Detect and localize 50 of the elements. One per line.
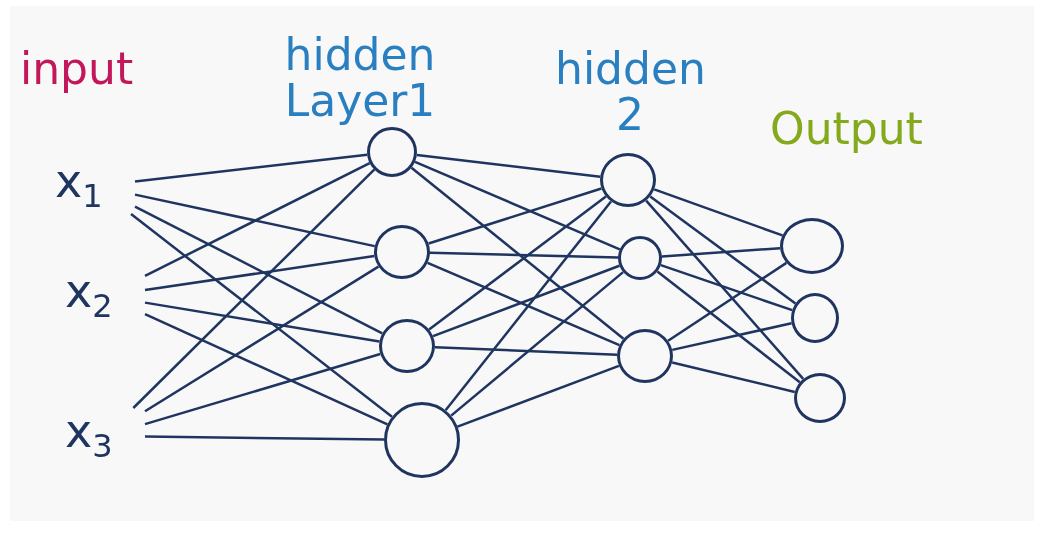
connection-line <box>649 195 797 305</box>
layer-label: Output <box>770 106 923 153</box>
connection-line <box>429 251 619 259</box>
neuron-circle <box>374 225 430 279</box>
layer-label: input <box>20 46 134 93</box>
connection-line <box>432 264 620 338</box>
connection-line <box>667 261 788 342</box>
layer-label: hidden Layer1 <box>283 32 437 125</box>
neuron-circle <box>794 373 846 423</box>
neuron-circle <box>384 402 460 478</box>
connection-line <box>134 193 375 248</box>
neuron-circle <box>618 236 662 280</box>
connection-line <box>145 435 384 441</box>
connection-line <box>414 160 621 251</box>
connection-line <box>144 313 388 426</box>
connection-line <box>444 200 612 411</box>
connection-line <box>134 205 383 335</box>
neuron-circle <box>791 293 839 343</box>
neuron-circle <box>780 218 844 274</box>
connection-line <box>653 188 783 237</box>
connection-line <box>132 168 376 409</box>
connection-line <box>457 364 620 428</box>
input-variable: x$_{3}$ <box>65 408 145 464</box>
connection-line <box>144 162 371 278</box>
connection-line <box>450 271 624 417</box>
connection-line <box>134 153 368 183</box>
layer-label: hidden 2 <box>555 46 705 139</box>
input-variable: x$_{2}$ <box>65 268 145 324</box>
connection-line <box>130 213 393 418</box>
connection-line <box>428 195 607 331</box>
connection-line <box>410 166 625 340</box>
connection-line <box>144 352 381 426</box>
connection-line <box>434 345 618 357</box>
connection-line <box>144 265 380 413</box>
connection-line <box>671 361 796 394</box>
input-variable: x$_{1}$ <box>55 158 135 214</box>
connection-line <box>427 261 620 347</box>
neuron-circle <box>617 329 673 383</box>
connection-line <box>672 322 792 352</box>
connection-line <box>144 301 380 343</box>
connection-line <box>660 263 793 312</box>
connection-line <box>645 199 805 380</box>
neuron-circle <box>379 319 435 373</box>
connection-line <box>656 270 801 384</box>
neuron-circle <box>367 127 417 177</box>
connection-line <box>661 247 781 258</box>
neuron-circle <box>600 153 656 207</box>
connection-line <box>416 153 601 178</box>
connection-line <box>428 187 602 245</box>
connection-line <box>144 254 375 292</box>
